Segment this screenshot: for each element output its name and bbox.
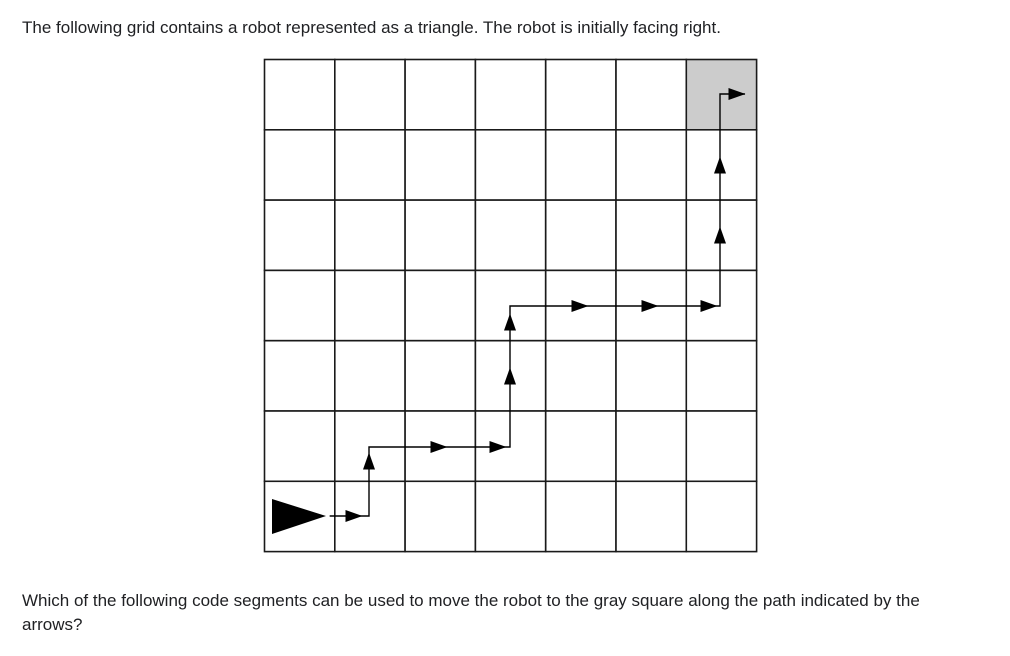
grid-cell [474,480,547,553]
arrow-right-icon [345,510,363,522]
grid-cell [404,58,477,131]
grid-cell [263,58,336,131]
path-arrows [345,88,746,522]
grid-cell [474,58,547,131]
grid-cell [404,480,477,553]
grid-cell [404,269,477,342]
robot-grid-figure [263,58,758,553]
grid-cell [474,199,547,272]
grid-cell [685,480,758,553]
grid-cell [615,339,688,412]
grid-cell [615,199,688,272]
grid-cell [615,410,688,483]
arrow-right-icon [641,300,659,312]
grid-cells [263,58,758,553]
grid-cell [544,410,617,483]
intro-text: The following grid contains a robot repr… [22,18,721,37]
grid-cell [404,199,477,272]
grid-cell [334,339,406,412]
grid-cell [544,199,617,272]
arrow-right-icon [489,441,507,453]
arrow-right-icon [571,300,589,312]
grid-cell [263,269,336,342]
grid-cell [334,199,406,272]
grid-cell [334,129,406,201]
grid-cell [615,129,688,201]
grid-cell [263,410,336,483]
robot-triangle-icon [272,499,326,534]
arrow-right-icon [728,88,746,100]
arrow-up-icon [504,313,516,331]
grid-cell [544,58,617,131]
grid-cell [404,129,477,201]
arrow-up-icon [504,367,516,385]
grid-cell [263,129,336,201]
grid-cell [263,199,336,272]
grid-cell [263,339,336,412]
grid-cell [615,480,688,553]
arrow-up-icon [714,226,726,244]
grid-cell [544,480,617,553]
question-text: Which of the following code segments can… [22,591,920,634]
robot-layer [272,499,326,534]
grid-cell [544,129,617,201]
arrow-right-icon [430,441,448,453]
arrow-up-icon [714,156,726,174]
grid-cell [685,339,758,412]
grid-cell [334,269,406,342]
arrow-up-icon [363,452,375,470]
grid-cell [685,129,758,201]
grid-cell [615,58,688,131]
grid-cell [404,339,477,412]
grid-cell [334,410,406,483]
grid-cell [334,58,406,131]
grid-cell [685,410,758,483]
grid-cell [474,129,547,201]
grid-cell [544,339,617,412]
arrow-right-icon [700,300,718,312]
